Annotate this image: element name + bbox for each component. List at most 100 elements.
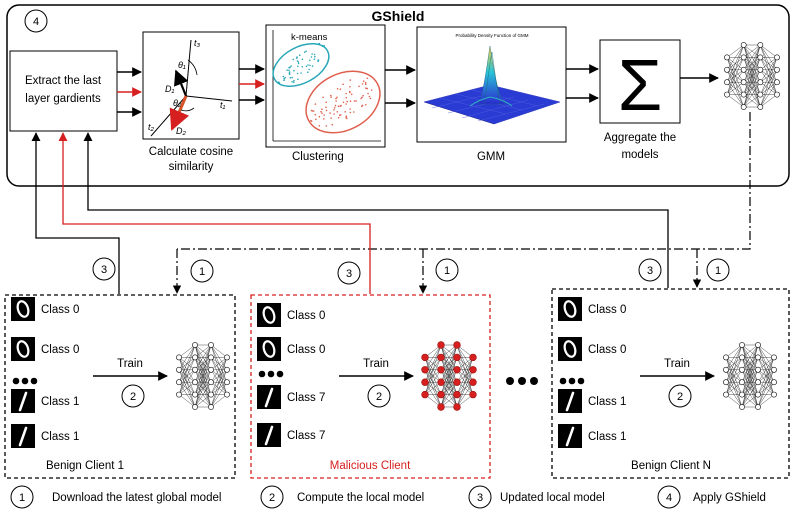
client-box-benign-n <box>551 288 790 479</box>
ellipsis-dot <box>276 370 284 378</box>
svg-text:2: 2 <box>130 391 136 403</box>
label-d2: D₂ <box>176 126 186 136</box>
badge-2: 2 <box>121 384 145 408</box>
extract-line-1: Extract the last <box>25 75 102 87</box>
client-box-malicious <box>250 294 491 479</box>
badge-2: 2 <box>668 384 692 408</box>
ellipsis-dot <box>21 377 29 385</box>
ellipsis-dot <box>12 377 20 385</box>
svg-text:Apply GShield: Apply GShield <box>693 492 766 504</box>
client-name: Benign Client N <box>631 460 711 472</box>
svg-text:Compute the local model: Compute the local model <box>297 492 424 504</box>
ellipsis-dot <box>559 377 567 385</box>
digit-thumbnail <box>11 297 35 321</box>
cosine-caption-1: Calculate cosine <box>149 146 233 158</box>
local-model-network <box>421 341 477 411</box>
aggregate-box <box>599 39 681 124</box>
label-d1: D₁ <box>165 84 174 94</box>
svg-text:3: 3 <box>346 268 352 280</box>
step-4-number: 4 <box>33 16 39 28</box>
local-model-network <box>176 342 230 410</box>
badge-3-malicious: 3 <box>337 261 361 285</box>
digit-thumbnail <box>257 423 281 447</box>
ellipsis-dot <box>30 377 38 385</box>
cosine-caption-2: similarity <box>169 161 214 173</box>
kmeans-label: k-means <box>291 32 328 43</box>
digit-thumbnail <box>11 337 35 361</box>
badge-1-malicious: 1 <box>435 258 459 282</box>
digit-thumbnail <box>558 389 582 413</box>
badge-2: 2 <box>367 384 391 408</box>
svg-text:2: 2 <box>376 391 382 403</box>
class-label: Class 0 <box>287 344 325 356</box>
legend-item-1: 1 Download the latest global model <box>10 485 221 509</box>
extract-line-2: layer gardients <box>25 93 101 105</box>
gmm-caption: GMM <box>477 151 505 163</box>
svg-text:1: 1 <box>19 492 25 504</box>
global-model-network <box>724 42 780 110</box>
badge-1-client1: 1 <box>190 259 214 283</box>
label-t2: t₂ <box>148 122 155 132</box>
digit-thumbnail <box>257 385 281 409</box>
svg-text:3: 3 <box>647 265 653 277</box>
ellipsis-dot <box>258 370 266 378</box>
svg-text:4: 4 <box>666 492 672 504</box>
client-name: Benign Client 1 <box>46 460 124 472</box>
digit-thumbnail <box>257 303 281 327</box>
badge-3-client1: 3 <box>92 257 116 281</box>
svg-text:1: 1 <box>715 265 721 277</box>
upload-line-client1 <box>31 132 120 294</box>
svg-text:Updated local model: Updated local model <box>500 492 605 504</box>
label-theta2: θ₂ <box>173 98 182 108</box>
sigma-symbol: Σ <box>618 46 663 126</box>
digit-thumbnail <box>257 337 281 361</box>
class-label: Class 1 <box>41 431 79 443</box>
svg-text:1: 1 <box>444 265 450 277</box>
cluster-red-ellipse <box>305 70 381 134</box>
digit-thumbnail <box>558 297 582 321</box>
ellipsis-dot <box>577 377 585 385</box>
client-box-benign-1 <box>4 294 236 479</box>
more-clients-ellipsis <box>506 377 538 385</box>
ellipsis-dot <box>568 377 576 385</box>
step-4-badge <box>24 9 48 33</box>
cluster-red-points <box>310 77 373 127</box>
upload-line-malicious <box>58 132 371 294</box>
aggregate-caption-1: Aggregate the <box>604 132 676 144</box>
badge-3-clientN: 3 <box>638 258 662 282</box>
train-label: Train <box>664 358 690 370</box>
local-model-network <box>723 342 777 410</box>
class-label: Class 7 <box>287 430 325 442</box>
class-label: Class 1 <box>588 431 626 443</box>
svg-text:3: 3 <box>101 264 107 276</box>
gshield-panel <box>6 4 790 187</box>
class-label: Class 7 <box>287 392 325 404</box>
svg-text:1: 1 <box>199 266 205 278</box>
clustering-caption: Clustering <box>292 151 344 163</box>
class-label: Class 0 <box>41 304 79 316</box>
label-theta1: θ₁ <box>178 60 186 70</box>
upload-line-clientN <box>83 132 669 288</box>
svg-text:2: 2 <box>677 391 683 403</box>
digit-thumbnail <box>11 389 35 413</box>
class-label: Class 0 <box>287 310 325 322</box>
badge-1-clientN: 1 <box>706 258 730 282</box>
svg-text:Download the latest global mod: Download the latest global model <box>52 492 221 504</box>
gshield-title: GShield <box>372 8 425 24</box>
ellipsis-dot <box>267 370 275 378</box>
legend: 1 Download the latest global model 2 Comput… <box>10 485 766 509</box>
digit-thumbnail <box>11 424 35 448</box>
class-label: Class 0 <box>41 344 79 356</box>
digit-thumbnail <box>558 424 582 448</box>
extract-gradients-box <box>9 50 118 132</box>
cosine-box <box>142 31 240 140</box>
label-t1: t₁ <box>220 100 226 110</box>
legend-item-4: 4 Apply GShield <box>657 485 766 509</box>
svg-text:2: 2 <box>269 492 275 504</box>
cluster-blue-points <box>277 42 326 84</box>
